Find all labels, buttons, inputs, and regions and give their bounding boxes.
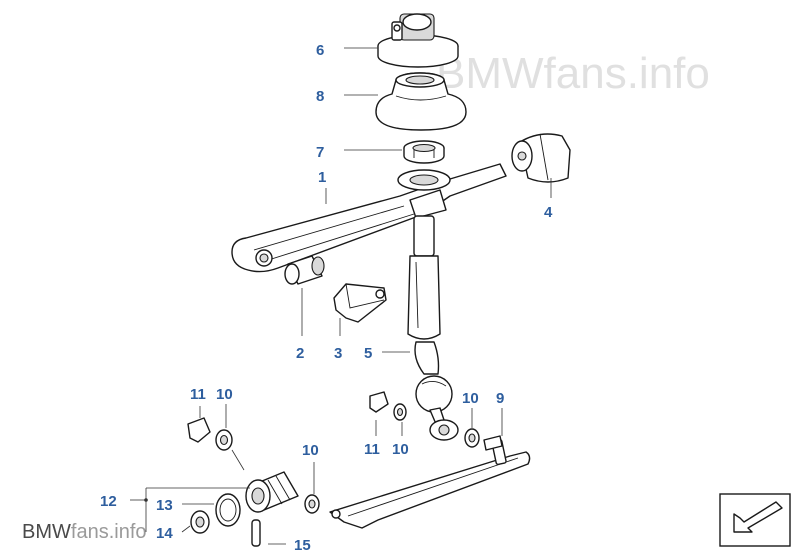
- callout-11-left: 11: [190, 386, 206, 403]
- callout-10-center: 10: [392, 441, 409, 458]
- corner-arrow-icon[interactable]: [719, 493, 791, 547]
- callout-3: 3: [334, 345, 342, 362]
- part-13-oring: [215, 493, 241, 527]
- callout-6: 6: [316, 42, 324, 59]
- part-4-mount: [511, 133, 571, 183]
- part-14-bushing: [190, 510, 210, 534]
- callout-2: 2: [296, 345, 304, 362]
- leader-junction-dot: [144, 498, 148, 502]
- part-6-clamp: [377, 13, 459, 68]
- callout-8: 8: [316, 88, 324, 105]
- part-7-bushing: [403, 140, 445, 164]
- watermark-top: BMWfans.info: [436, 49, 710, 98]
- part-9-pin: [483, 435, 503, 451]
- callout-13: 13: [156, 497, 173, 514]
- part-5-shift-lever: [407, 215, 459, 441]
- part-3-bracket: [333, 283, 387, 323]
- callout-4: 4: [544, 204, 553, 221]
- callout-10-lower: 10: [302, 442, 319, 459]
- leader-lines: [130, 47, 552, 545]
- callout-12: 12: [100, 493, 117, 510]
- watermark-bottom: BMWfans.info: [22, 521, 147, 543]
- callout-10-right: 10: [462, 390, 479, 407]
- part-1-shift-arm: [231, 163, 507, 273]
- part-10-washer-right-1: [393, 403, 407, 421]
- callout-1: 1: [318, 169, 326, 186]
- part-12-joint: [245, 471, 299, 513]
- callout-9: 9: [496, 390, 504, 407]
- part-8-boot: [375, 72, 467, 131]
- part-15-pin: [251, 519, 261, 547]
- callout-10-left: 10: [216, 386, 233, 403]
- part-11-clip-right: [369, 391, 389, 413]
- callout-15: 15: [294, 537, 311, 554]
- callout-11-center: 11: [364, 441, 380, 458]
- part-2-sleeve: [284, 255, 325, 285]
- callout-14: 14: [156, 525, 173, 542]
- part-10-washer-left: [215, 429, 233, 451]
- part-10-washer-right-2: [464, 428, 480, 448]
- callout-5: 5: [364, 345, 372, 362]
- part-10-washer-lower: [304, 494, 320, 514]
- part-9-selector-rod: [329, 438, 531, 529]
- callouts: 6 8 7 1 4 2 3 5 11 10 10 9 11 10 10 12 1…: [100, 42, 553, 554]
- part-11-clip-left: [187, 417, 211, 443]
- callout-7: 7: [316, 144, 324, 161]
